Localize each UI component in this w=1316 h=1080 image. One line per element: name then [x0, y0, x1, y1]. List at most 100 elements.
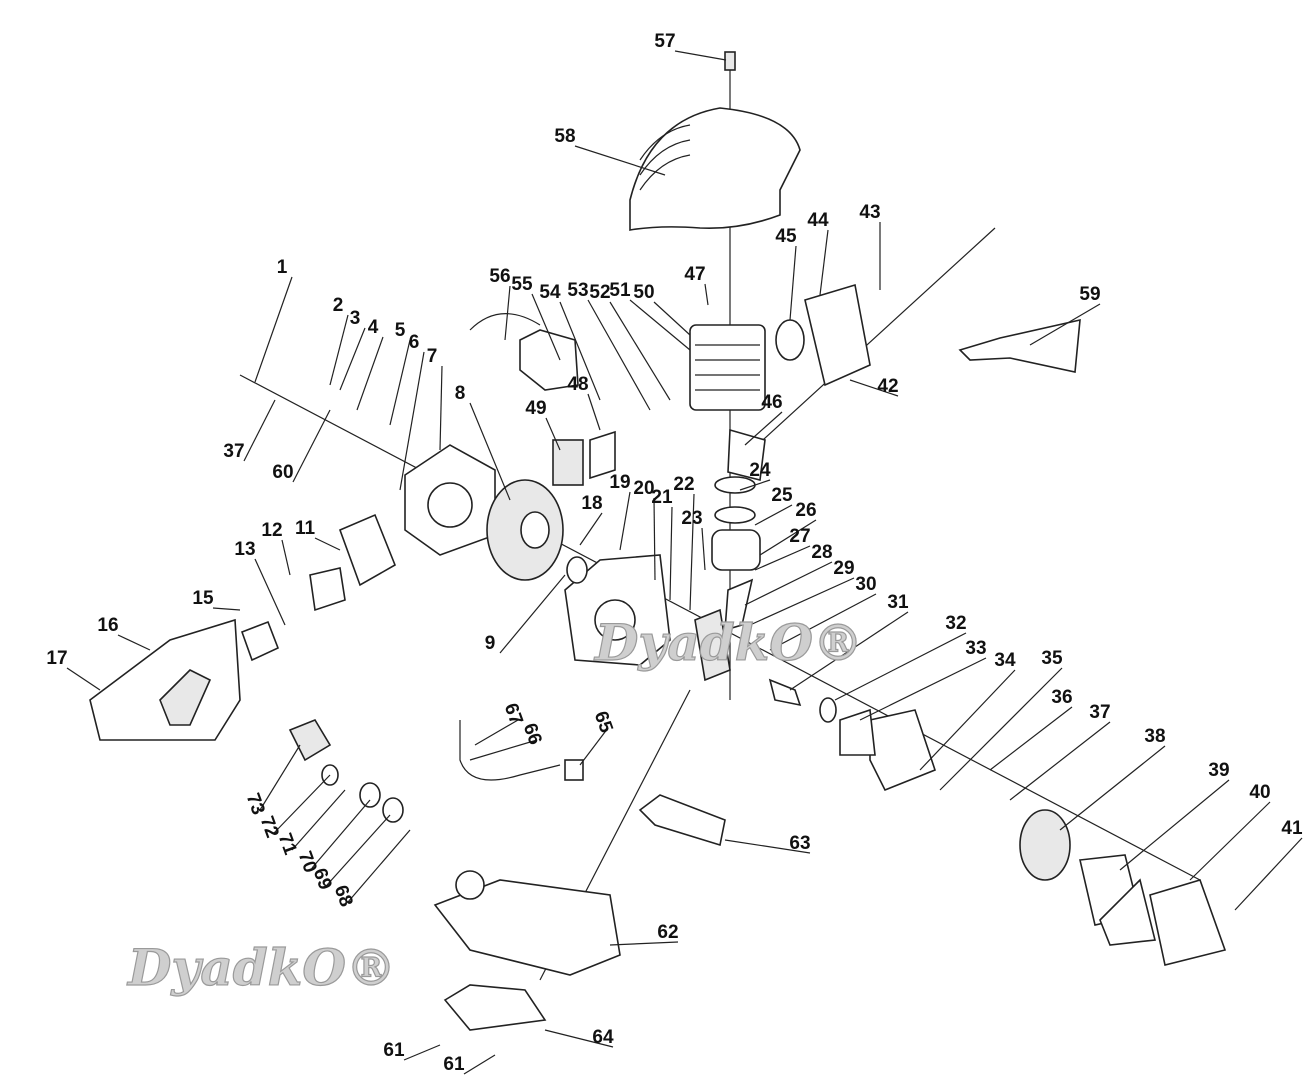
- part-number-label: 47: [684, 264, 705, 285]
- engine-cover: [629, 107, 801, 231]
- leader-line: [66, 667, 101, 691]
- cylinder: [689, 324, 766, 411]
- part-number-label: 53: [567, 280, 588, 301]
- leader-line: [919, 669, 1016, 771]
- leader-line: [1234, 837, 1303, 911]
- fuel-line: [459, 720, 561, 781]
- part-number-label: 26: [795, 500, 816, 521]
- leader-line: [609, 301, 671, 401]
- leader-line: [544, 1029, 614, 1048]
- part-number-label: 9: [485, 633, 496, 654]
- piston: [711, 529, 761, 571]
- part-number-label: 28: [811, 542, 832, 563]
- muffler-gasket: [775, 319, 805, 361]
- part-number-label: 58: [554, 126, 575, 147]
- leader-line: [1059, 745, 1166, 831]
- air-filter-element: [309, 567, 346, 612]
- part-number-label: 12: [261, 520, 282, 541]
- leader-line: [769, 593, 877, 651]
- fuel-tank: [433, 879, 621, 976]
- leader-line: [243, 399, 276, 462]
- leader-line: [579, 512, 603, 546]
- part-number-label: 35: [1041, 648, 1063, 669]
- leader-line: [939, 667, 1063, 791]
- part-number-label: 29: [833, 558, 854, 579]
- leader-line: [1029, 303, 1101, 346]
- part-number-label: 18: [581, 493, 602, 514]
- leader-line: [356, 336, 384, 411]
- leader-line: [439, 365, 443, 451]
- leader-line: [463, 1054, 496, 1075]
- leader-line: [347, 829, 411, 903]
- leader-line: [291, 789, 346, 851]
- leader-line: [579, 727, 609, 766]
- part-number-label: 21: [651, 487, 673, 508]
- leader-line: [629, 299, 691, 351]
- part-number-label: 55: [511, 274, 533, 295]
- clutch-housing: [1149, 879, 1227, 966]
- tank-cap-spring: [455, 870, 485, 900]
- leader-line: [989, 706, 1073, 771]
- part-number-label: 37: [1089, 702, 1110, 723]
- leader-line: [281, 539, 291, 576]
- leader-line: [701, 527, 706, 571]
- leader-line: [859, 657, 987, 721]
- air-filter-cover: [89, 618, 241, 741]
- part-number-label: 4: [368, 317, 379, 338]
- leader-line: [339, 327, 366, 391]
- part-number-label: 68: [330, 883, 357, 910]
- part-number-label: 1: [277, 257, 288, 278]
- part-number-label: 3: [350, 308, 361, 329]
- part-number-label: 50: [633, 282, 654, 303]
- part-number-label: 11: [295, 518, 316, 539]
- leader-line: [744, 561, 833, 606]
- leader-line: [259, 744, 301, 811]
- parts-drawing: [89, 51, 1227, 1031]
- carb-gasket: [589, 430, 616, 480]
- leader-line: [117, 634, 151, 651]
- part-number-label: 34: [994, 650, 1016, 671]
- leader-line: [587, 393, 601, 431]
- part-number-label: 25: [771, 485, 793, 506]
- part-number-label: 5: [395, 320, 406, 341]
- part-number-label: 15: [192, 588, 214, 609]
- part-number-label: 60: [272, 462, 293, 483]
- leader-line: [674, 50, 727, 61]
- ignition-coil: [519, 329, 579, 391]
- part-number-label: 40: [1249, 782, 1270, 803]
- leader-line: [789, 245, 797, 321]
- part-number-label: 57: [654, 31, 675, 52]
- part-number-label: 30: [855, 574, 876, 595]
- leader-line: [619, 491, 631, 551]
- oil-seal: [566, 556, 588, 584]
- crankshaft: [694, 608, 731, 682]
- leader-line: [545, 417, 561, 451]
- part-number-label: 46: [761, 392, 782, 413]
- leader-line: [739, 479, 771, 491]
- part-number-label: 65: [590, 709, 617, 736]
- svg-text:DyadkO®: DyadkO®: [126, 938, 396, 997]
- part-number-label: 7: [427, 346, 438, 367]
- leader-line: [254, 276, 293, 383]
- part-number-label: 37: [223, 441, 244, 462]
- connecting-rod: [724, 578, 754, 632]
- leader-line: [389, 339, 411, 426]
- leader-line: [474, 719, 519, 746]
- bearing: [819, 697, 837, 723]
- leader-line: [292, 409, 331, 483]
- leader-line: [609, 941, 679, 946]
- leader-line: [399, 351, 425, 491]
- leader-line: [689, 493, 695, 611]
- part-number-label: 56: [489, 266, 510, 287]
- part-number-label: 61: [443, 1054, 465, 1075]
- leader-line: [559, 301, 601, 401]
- filter-sponge: [240, 620, 280, 662]
- leader-line: [849, 379, 899, 397]
- leader-line: [273, 774, 331, 834]
- part-number-label: 66: [519, 721, 546, 748]
- leader-line: [744, 411, 783, 446]
- part-number-label: 27: [789, 526, 810, 547]
- crankcase-right: [869, 709, 936, 792]
